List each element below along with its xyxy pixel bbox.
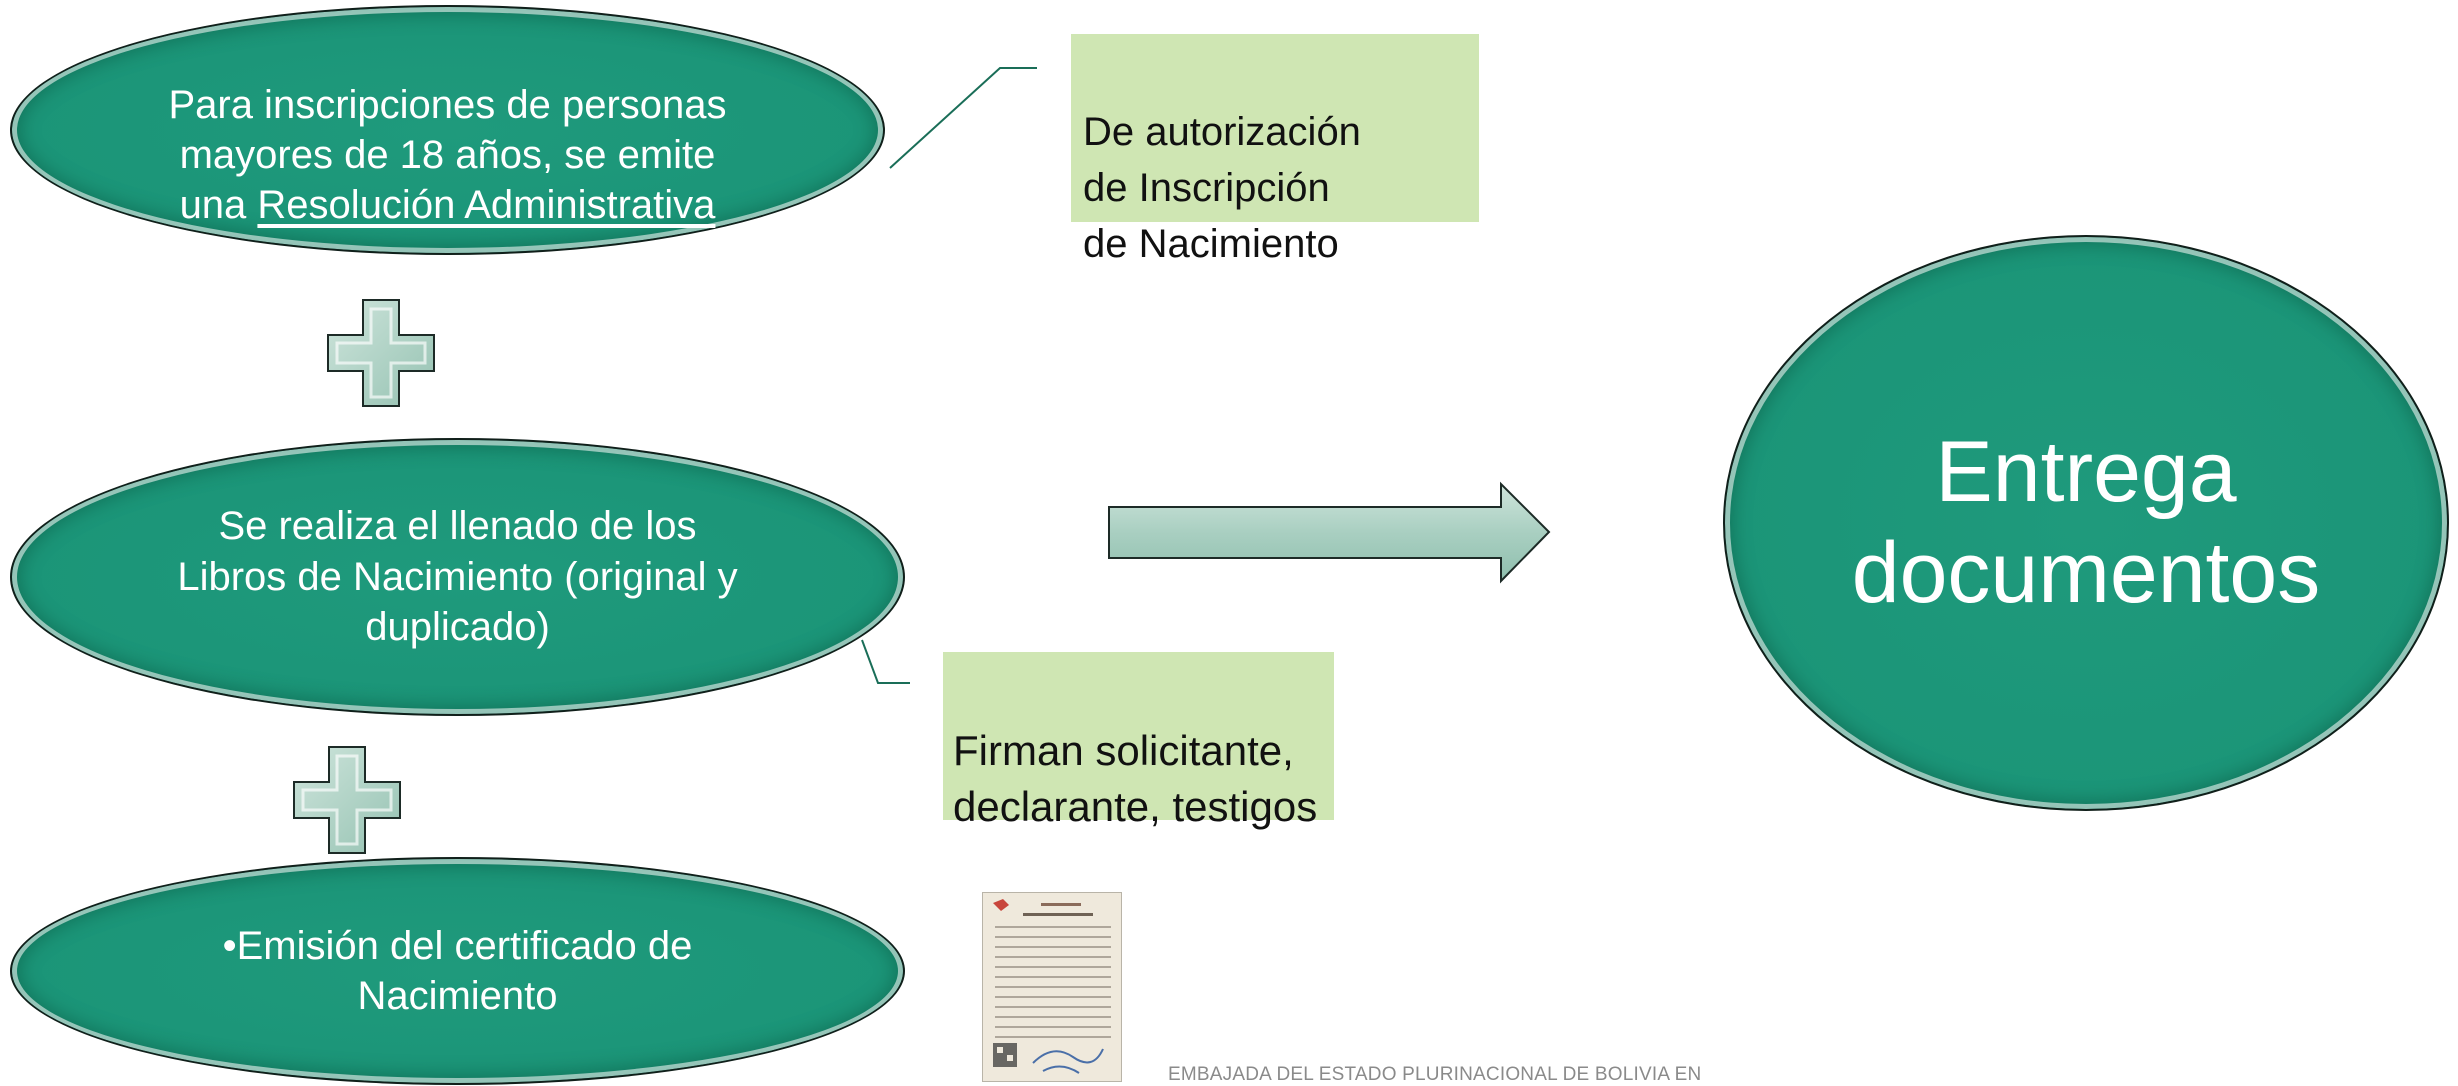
callout-authorization: De autorización de Inscripción de Nacimi… <box>1071 34 1479 266</box>
birth-certificate-thumbnail <box>982 892 1122 1082</box>
callout-signatures-text: Firman solicitante, declarante, testigos <box>953 726 1318 831</box>
right-arrow-icon <box>1108 481 1551 584</box>
callout-authorization-text: De autorización de Inscripción de Nacimi… <box>1083 110 1361 266</box>
certificate-image <box>983 893 1121 1081</box>
step-ellipse-books: Se realiza el llenado de los Libros de N… <box>10 438 905 716</box>
step-text-certificate: •Emisión del certificado de Nacimiento <box>222 923 693 1018</box>
step-text-resolution-intro: Para inscripciones de personas mayores d… <box>168 82 727 228</box>
result-ellipse-delivery: Entrega documentos <box>1723 235 2449 811</box>
plus-icon <box>293 746 401 854</box>
step-ellipse-certificate: •Emisión del certificado de Nacimiento <box>10 857 905 1085</box>
step-text-resolution: Para inscripciones de personas mayores d… <box>168 29 726 231</box>
result-text-delivery: Entrega documentos <box>1851 423 2321 621</box>
resolution-link-text: Resolución Administrativa <box>257 183 716 228</box>
step-ellipse-resolution: Para inscripciones de personas mayores d… <box>10 5 885 255</box>
connector-line-signatures <box>861 639 910 684</box>
plus-icon <box>327 299 435 407</box>
footer-text: EMBAJADA DEL ESTADO PLURINACIONAL DE BOL… <box>1168 1064 1702 1085</box>
step-text-books: Se realiza el llenado de los Libros de N… <box>177 504 738 650</box>
connector-line-authorization <box>889 67 1037 169</box>
callout-signatures: Firman solicitante, declarante, testigos <box>943 652 1334 830</box>
